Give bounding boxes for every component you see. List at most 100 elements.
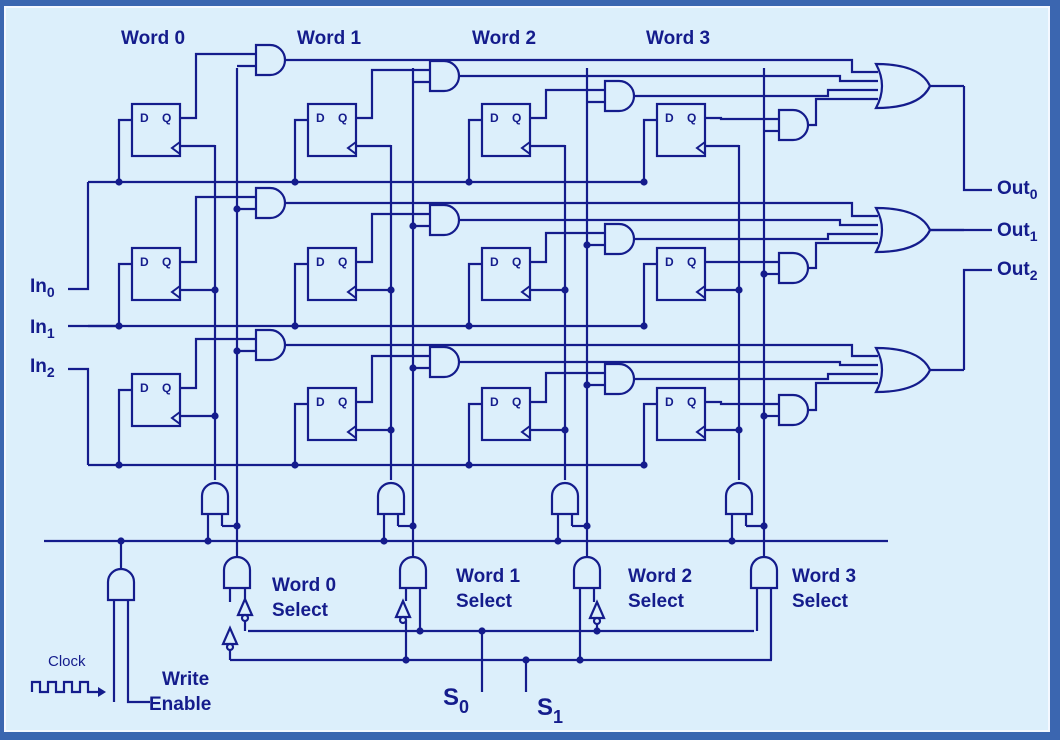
input-line-2 <box>68 367 90 465</box>
gates <box>98 43 932 697</box>
clock-waveform <box>30 680 102 694</box>
read-and-w2-b1 <box>603 222 636 256</box>
ff-d-wire <box>467 402 482 465</box>
junction-dot <box>554 537 562 545</box>
q-wire <box>530 371 605 404</box>
write-enable-wire <box>126 600 150 704</box>
read-and-w1-b1 <box>428 203 461 237</box>
junction-dot <box>583 381 591 389</box>
ff-q-label: Q <box>512 111 521 125</box>
select-and-1 <box>398 555 428 590</box>
junction-dot <box>561 426 569 434</box>
junction-dot <box>478 627 486 635</box>
ff-clock-marker <box>520 425 531 439</box>
select-and-0 <box>222 555 252 590</box>
input-line-0 <box>68 182 90 291</box>
junction-dot <box>583 522 591 530</box>
ff-clock-marker <box>346 141 357 155</box>
wires <box>30 52 992 704</box>
and-to-or-wire <box>459 218 878 227</box>
junction-dot <box>583 241 591 249</box>
junction-dot <box>465 178 473 186</box>
output-label-0: Out0 <box>997 178 1038 202</box>
junction-dot <box>522 656 530 664</box>
ff-clock-marker <box>520 285 531 299</box>
output-label-2: Out2 <box>997 259 1038 283</box>
junction-dot <box>561 286 569 294</box>
q-wire <box>356 354 430 404</box>
and-to-or-wire <box>285 58 878 74</box>
word-3-select-line1: Word 3 <box>792 566 856 587</box>
inverter-s0-w0 <box>236 596 254 617</box>
junction-dot <box>115 461 123 469</box>
ff-q-label: Q <box>338 395 347 409</box>
ff-d-wire <box>467 262 482 326</box>
ff-q-label: Q <box>687 255 696 269</box>
ff-d-label: D <box>490 395 499 409</box>
word-0-select-line2: Select <box>272 600 329 621</box>
read-and-w1-b0 <box>428 59 461 93</box>
write-label-line2: Enable <box>149 694 211 715</box>
ff-d-label: D <box>140 381 149 395</box>
inverter-s0-w2-bubble <box>592 616 602 626</box>
junction-dot <box>387 286 395 294</box>
junction-dot <box>409 364 417 372</box>
junction-dot <box>233 205 241 213</box>
ff-q-label: Q <box>162 255 171 269</box>
read-and-w2-b2 <box>603 362 636 396</box>
ff-d-wire <box>293 402 308 465</box>
junction-dot <box>115 178 123 186</box>
ff-clock-marker <box>346 425 357 439</box>
q-wire <box>356 212 430 264</box>
word-2-header: Word 2 <box>472 28 536 49</box>
word-3-select-line2: Select <box>792 591 849 612</box>
write-label-line1: Write <box>162 669 209 690</box>
read-and-w3-b2 <box>777 393 810 427</box>
junction-dot <box>593 627 601 635</box>
input-label-1: In1 <box>30 317 55 341</box>
inverter-s1-w1 <box>394 598 412 619</box>
junction-dot <box>387 426 395 434</box>
ff-q-label: Q <box>687 395 696 409</box>
ff-q-label: Q <box>512 255 521 269</box>
clock-arrow <box>98 687 106 697</box>
ff-q-label: Q <box>162 111 171 125</box>
junction-dot <box>465 461 473 469</box>
ff-d-wire <box>293 262 308 326</box>
ff-clock-marker <box>695 285 706 299</box>
ff-d-label: D <box>316 395 325 409</box>
write-enable-and <box>106 567 136 602</box>
ff-d-label: D <box>490 111 499 125</box>
junction-dot <box>735 286 743 294</box>
junction-dot <box>402 656 410 664</box>
and-to-or-wire <box>808 97 878 127</box>
junction-dot <box>576 656 584 664</box>
output-label-1: Out1 <box>997 220 1038 244</box>
and-to-or-wire <box>808 381 878 412</box>
read-and-w0-b2 <box>254 328 287 362</box>
q-wire <box>530 88 605 120</box>
word-1-select-line1: Word 1 <box>456 566 520 587</box>
junction-dot <box>409 522 417 530</box>
ff-d-label: D <box>490 255 499 269</box>
ff-d-label: D <box>316 255 325 269</box>
and-to-or-wire <box>285 343 878 358</box>
q-wire <box>180 52 256 120</box>
junction-dot <box>640 461 648 469</box>
ff-d-wire <box>117 262 132 326</box>
q-wire <box>180 195 256 264</box>
ff-q-label: Q <box>162 381 171 395</box>
input-label-2: In2 <box>30 356 55 380</box>
ff-q-label: Q <box>687 111 696 125</box>
read-and-w3-b1 <box>777 251 810 285</box>
ff-clock-marker <box>695 425 706 439</box>
ff-d-wire <box>117 118 132 182</box>
select-and-2 <box>572 555 602 590</box>
clock-and-1 <box>376 481 406 516</box>
word-2-select-line1: Word 2 <box>628 566 692 587</box>
ff-clock-marker <box>170 411 181 425</box>
ff-d-label: D <box>665 255 674 269</box>
ff-d-wire <box>642 402 657 465</box>
s0-label: S0 <box>443 684 469 717</box>
q-wire <box>180 337 256 390</box>
